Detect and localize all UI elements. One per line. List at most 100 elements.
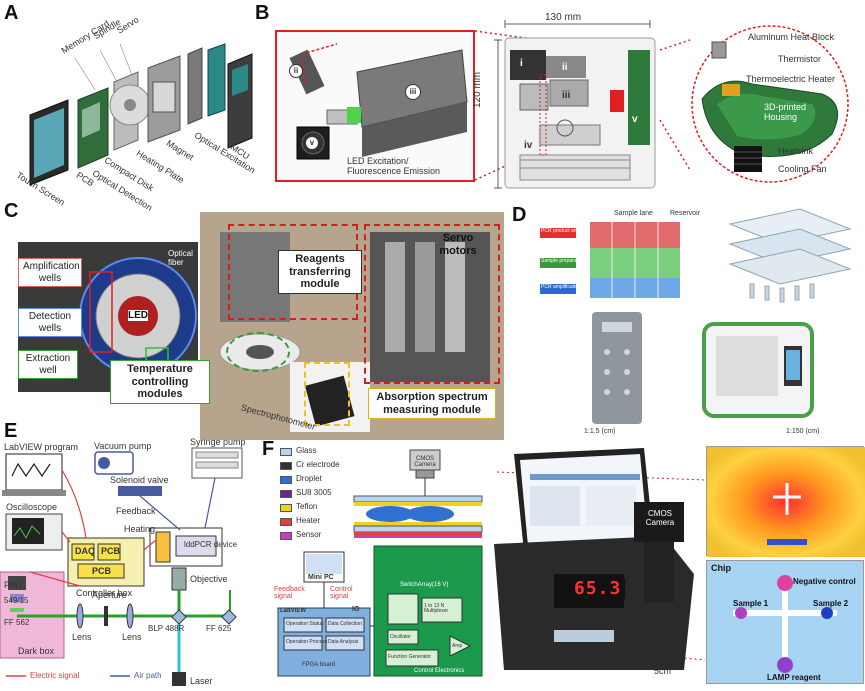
absorption-module-frame <box>304 362 350 426</box>
led-label: LED <box>128 310 148 321</box>
feedback-label: Feedback <box>116 506 156 516</box>
syringe-pump-label: Syringe pump <box>190 437 246 447</box>
io-label: IO <box>352 606 360 613</box>
panel-f-chip-photo: Chip Negative control Sample 1 Sample 2 … <box>706 560 864 684</box>
instrument-drawing <box>702 322 814 418</box>
aperture-label: Aperture <box>92 590 127 600</box>
servo-motors-frame <box>364 224 500 384</box>
chip-title-label: Chip <box>711 563 731 573</box>
chip-layer-drawing <box>540 222 680 298</box>
optical-fiber-label: Optical fiber <box>168 249 193 267</box>
control-electronics-label: Control Electronics <box>414 668 465 674</box>
pmt-label: PMT <box>4 580 23 590</box>
callout-3d-printed-housing: 3D-printed Housing <box>764 102 807 123</box>
reservoir-label: Reservoir <box>670 210 700 217</box>
callout-cooling-fan: Cooling Fan <box>778 164 827 174</box>
fpga-board-label: FPGA board <box>302 662 336 668</box>
panel-e-schematic: LabVIEW program Vacuum pump Syringe pump… <box>0 437 265 690</box>
legend-electric-signal: Electric signal <box>30 671 80 680</box>
legend-label-cr: Cr electrode <box>296 460 340 469</box>
chip-photo-drawing-f <box>733 575 837 673</box>
fpga-block-operation-process: Operation Process <box>286 639 328 645</box>
callout-thermistor: Thermistor <box>778 54 822 64</box>
fpga-block-operation-status: Operation Status <box>286 621 324 627</box>
callout-aluminum-heat-block: Aluminum Heat Block <box>748 32 835 42</box>
legend-swatch-teflon <box>280 504 292 512</box>
panel-f-legend: Glass Cr electrode Droplet SU8 3005 Tefl… <box>280 446 360 546</box>
solenoid-valve-label: Solenoid valve <box>110 475 169 485</box>
roman-iv-label: iv <box>524 140 533 151</box>
dark-box-label: Dark box <box>18 646 55 656</box>
legend-swatch-droplet <box>280 476 292 484</box>
legend-air-path: Air path <box>134 671 162 680</box>
control-signal-label: Control signal <box>330 586 353 600</box>
tag-sample-prep: Sample preparation <box>541 258 585 264</box>
absorption-module-label: Absorption spectrum measuring module <box>368 388 496 420</box>
legend-label-sensor: Sensor <box>296 530 322 539</box>
legend-swatch-glass <box>280 448 292 456</box>
tag-pcr-analysis: PCR product analysis <box>541 228 590 234</box>
panel-f-thermal-image <box>706 446 865 557</box>
panel-d-instrument-photo <box>700 316 816 426</box>
panel-a-exploded-view: Memory Card Spindle Servo Touch Screen P… <box>15 15 260 213</box>
labview-block-label: LabVIEW <box>280 608 307 614</box>
pcb-top-label: PCB <box>101 546 121 556</box>
legend-label-droplet: Droplet <box>296 474 322 483</box>
detection-wells-label: Detection wells <box>18 308 82 337</box>
labview-program-label: LabVIEW program <box>4 442 79 452</box>
fpga-block-data-collection: Data Collection <box>328 621 362 627</box>
filter-ff562-label: FF 562 <box>4 618 30 627</box>
lddpcr-device-label: lddPCR device <box>184 540 237 549</box>
objective-label: Objective <box>190 574 228 584</box>
panel-d-chip-diagram: Sample lane Reservoir PCR product analys… <box>540 208 700 304</box>
legend-label-su8: SU8 3005 <box>296 488 332 497</box>
legend-label-glass: Glass <box>296 446 317 455</box>
cmos-camera-photo-label: CMOS Camera <box>645 509 675 527</box>
feedback-signal-label: Feedback signal <box>274 586 305 600</box>
led-excitation-label: LED Excitation/ Fluorescence Emission <box>347 156 441 177</box>
switch-array-label: SwitchArray(16 V) <box>400 582 449 588</box>
device-cutaway-drawing <box>504 37 656 189</box>
panel-c-letter: C <box>4 200 19 222</box>
multiplexer-label: 1 to 13 N Multiplexer <box>424 603 449 614</box>
thermal-map <box>707 447 865 557</box>
legend-swatch-cr <box>280 462 292 470</box>
controller-box-label: Controller box <box>76 588 133 598</box>
roman-v-device-label: v <box>632 114 638 125</box>
roman-i-label: i <box>520 58 523 69</box>
scale-label-1: 1:1.5 (cm) <box>584 428 616 435</box>
vacuum-pump-label: Vacuum pump <box>94 441 152 451</box>
tag-pcr-amplification: PCR amplification <box>541 284 581 290</box>
temperature-module-frame <box>226 332 290 372</box>
panel-d-letter: D <box>512 204 527 226</box>
fpga-block-data-analysis: Data Analysis <box>328 639 359 645</box>
callout-heatsink: Heatsink <box>778 146 814 156</box>
panel-d-exploded-chip <box>720 204 860 304</box>
heat-block-detail: Aluminum Heat Block Thermistor Thermoele… <box>682 24 862 184</box>
legend-swatch-sensor <box>280 532 292 540</box>
panel-f-letter: F <box>262 438 275 460</box>
callout-thermoelectric-heater: Thermoelectric Heater <box>746 74 836 84</box>
roman-ii-device-label: ii <box>562 62 568 73</box>
heat-block-drawing <box>691 25 849 183</box>
exploded-chip-drawing <box>728 208 852 303</box>
extraction-well-label: Extraction well <box>18 350 78 379</box>
legend-label-teflon: Teflon <box>296 502 318 511</box>
legend-label-heater: Heater <box>296 516 321 525</box>
servo-motors-label: Servo motors <box>439 232 477 257</box>
panel-e-letter: E <box>4 420 18 442</box>
roman-iii-device-label: iii <box>562 90 571 101</box>
panel-b-letter: B <box>255 2 270 24</box>
blp-488r-label: BLP 488R <box>148 624 185 633</box>
roman-ii-label: ii <box>289 64 303 78</box>
panel-b-device-box: i ii iii iv v <box>490 30 660 190</box>
scale-label-2: 1:150 (cm) <box>786 428 820 435</box>
panel-b-zoom-frame: ii iii v LED Excitation/ Fluorescence Em… <box>275 30 475 182</box>
panel-f-system-diagram: CMOS Camera Mini PC Feedback signal Cont… <box>270 446 492 682</box>
chip-photo-drawing <box>602 322 632 395</box>
pcb-bottom-label: PCB <box>92 566 112 576</box>
reagents-module-label: Reagents transferring module <box>278 250 362 294</box>
exploded-device-drawing <box>29 43 253 186</box>
chip-sample-2-label: Sample 2 <box>813 599 849 608</box>
chip-lamp-reagent-label: LAMP reagent <box>767 673 821 682</box>
